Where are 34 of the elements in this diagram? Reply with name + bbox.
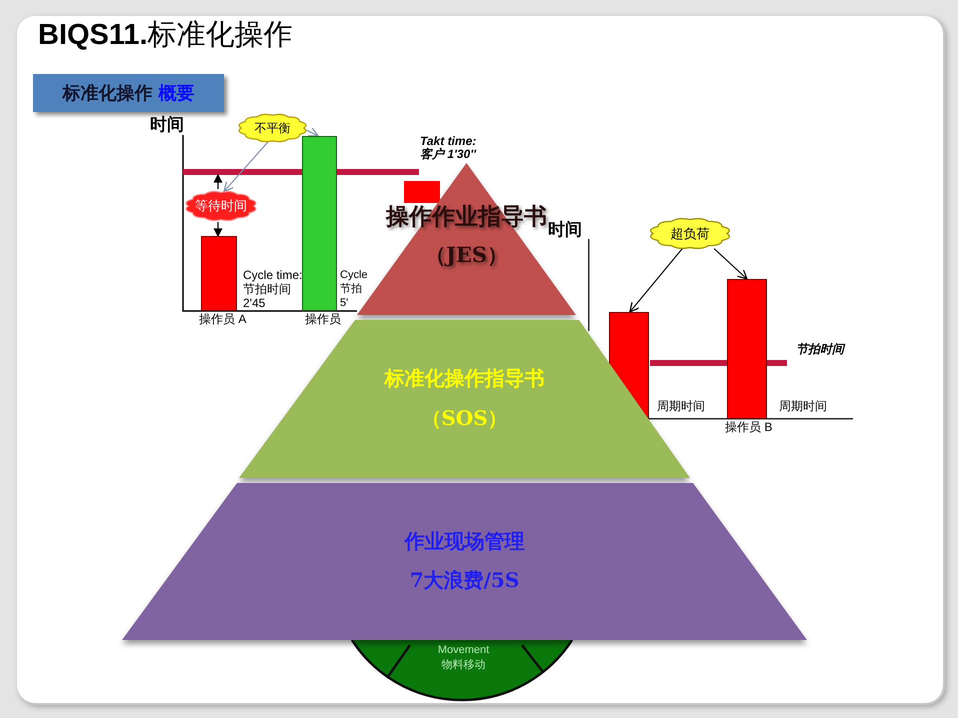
arrow [306,127,319,137]
tier-title: 作业现场管理 [404,529,524,553]
axis-title: 时间 [548,220,582,240]
bar [404,181,440,203]
cycle-time-note: Cycle 节拍 5' [340,268,369,310]
heading-text: 标准化操作 [62,82,152,105]
arrow [223,141,269,192]
tier-subtitle: （SOS） [421,406,508,430]
cloud-callout: 不平衡 [236,112,309,144]
tier-subtitle: （JES） [424,242,508,268]
tier-subtitle: 7大浪费/5S [410,568,520,592]
header-box [33,74,224,112]
cycle-time-note: Cycle time: 节拍时间 2'45 [243,268,304,310]
arrow [629,248,683,313]
pyramid-tier [122,483,807,640]
period-label: 周期时间 [657,399,705,413]
segment-sublabel: 物料移动 [442,659,486,672]
cloud-callout: 等待时间 [183,189,259,223]
operator-label: 操作员 B [725,420,772,434]
takt-time-note: Takt time: 客户 1'30'' [420,135,478,161]
bar [302,136,337,311]
operator-label: 操作员 A [199,312,246,326]
bar [727,279,767,419]
operator-label: 操作员 [305,312,341,326]
cloud-callout: 超负荷 [647,216,733,251]
axis-title: 时间 [150,115,184,135]
takt-line-label: 节拍时间 [796,342,844,356]
bar [201,236,237,311]
period-label: 周期时间 [779,399,827,413]
slide-title: BIQS11.标准化操作 [38,18,293,53]
segment-label: Movement [438,644,490,657]
tier-title: 标准化操作指导书 [384,366,544,390]
arrow [714,248,748,280]
heading-keyword: 概要 [158,82,194,105]
